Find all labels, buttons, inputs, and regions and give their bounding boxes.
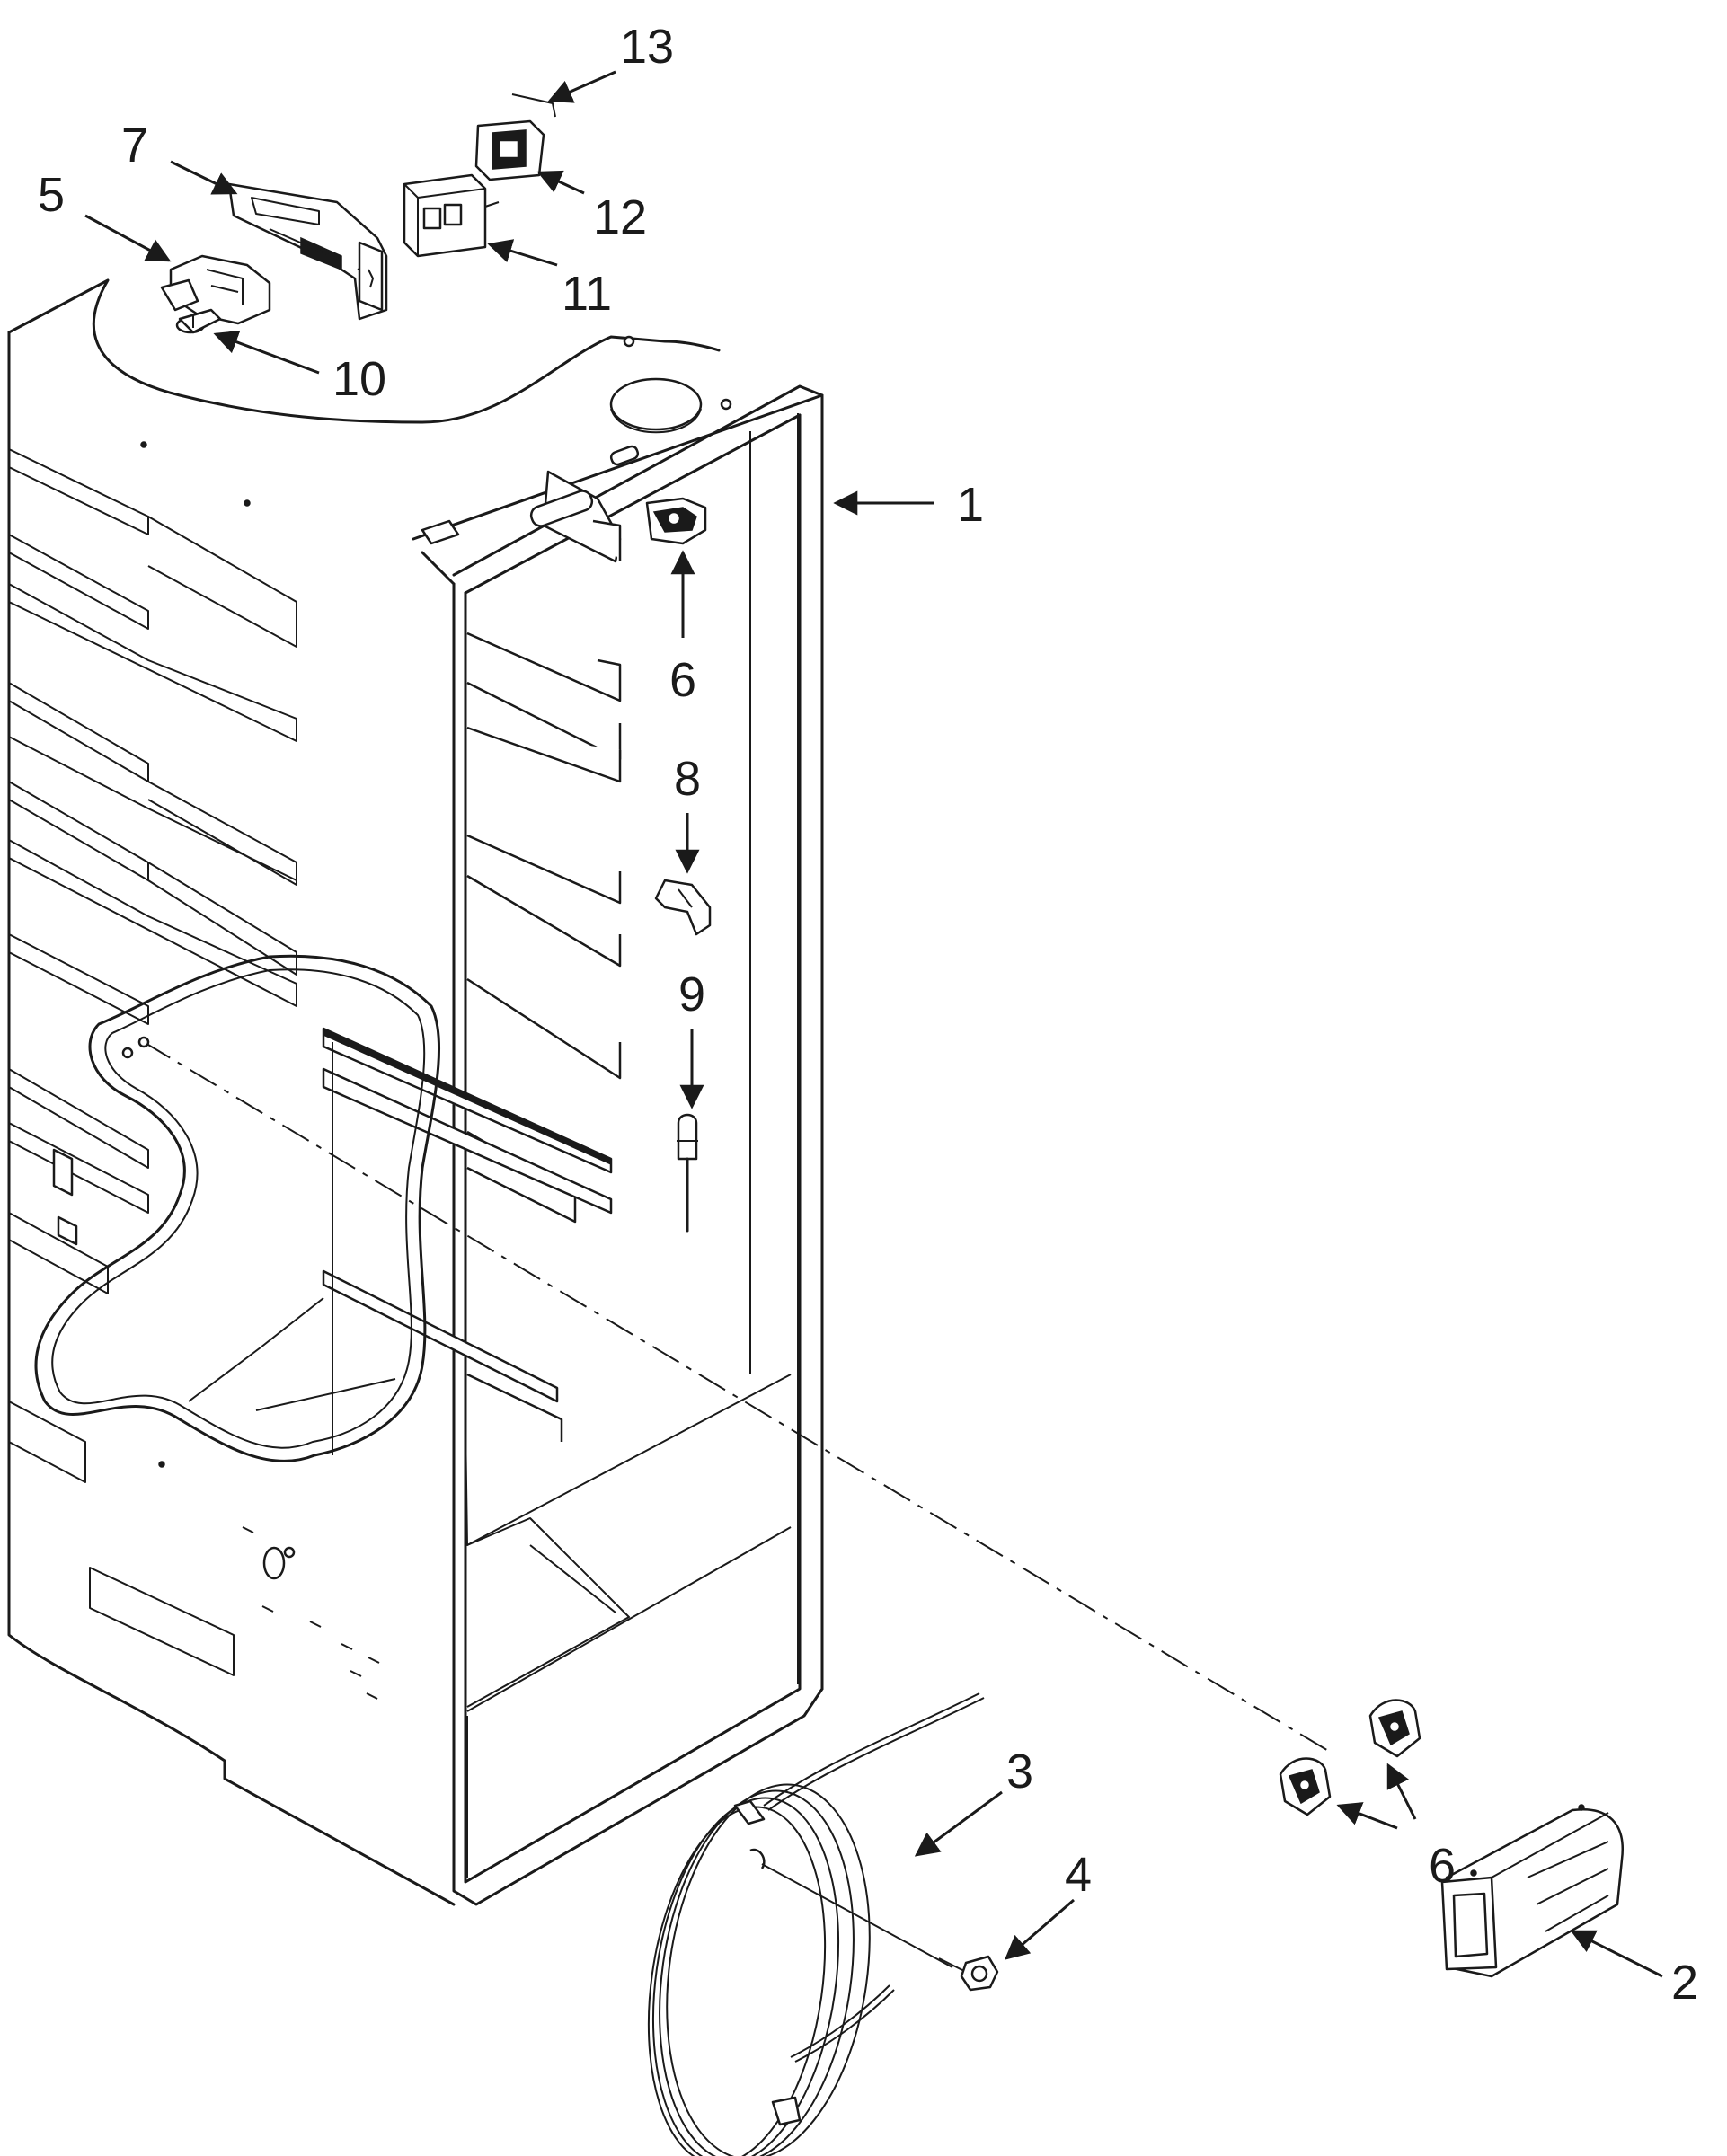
leader-arrows bbox=[84, 70, 1663, 1978]
callout-7: 7 bbox=[121, 119, 148, 172]
part-2-crisper-housing bbox=[1440, 1804, 1624, 1978]
callout-12: 12 bbox=[593, 190, 647, 244]
part-11-module bbox=[403, 173, 500, 258]
top-surface-features bbox=[140, 335, 732, 1468]
callout-8: 8 bbox=[674, 752, 701, 806]
part-10-screw bbox=[175, 308, 222, 334]
callout-labels: 1 2 3 4 5 6 6 7 8 9 10 11 12 13 bbox=[38, 20, 1698, 2010]
callout-2: 2 bbox=[1671, 1956, 1698, 2010]
assembly-centerline bbox=[143, 1041, 1331, 1753]
right-wall-shelf-supports bbox=[466, 470, 622, 1442]
callout-9: 9 bbox=[678, 968, 705, 1021]
callout-4: 4 bbox=[1065, 1848, 1092, 1902]
part-6-grommet-upper bbox=[645, 497, 707, 545]
callout-13: 13 bbox=[620, 20, 674, 74]
part-8-clip bbox=[654, 879, 712, 936]
part-7-control-housing bbox=[227, 182, 388, 321]
callout-5: 5 bbox=[38, 168, 65, 222]
part-6-grommet-lower-right bbox=[1368, 1699, 1421, 1758]
left-wall-ribs bbox=[8, 448, 297, 1676]
cutaway-outline bbox=[34, 954, 441, 1462]
part-13-wire-clip bbox=[511, 93, 556, 118]
part-5-housing bbox=[160, 254, 271, 325]
callout-3: 3 bbox=[1006, 1745, 1033, 1798]
part-6-grommet-lower-left bbox=[1279, 1757, 1332, 1816]
part-3-tubing-coil bbox=[647, 1692, 985, 2156]
back-wall-rails bbox=[188, 1027, 613, 1455]
part-4-screw bbox=[938, 1955, 999, 1992]
part-12-bracket bbox=[474, 119, 545, 181]
refrigerator-liner bbox=[7, 278, 1331, 1906]
callout-10: 10 bbox=[332, 352, 386, 406]
callout-1: 1 bbox=[957, 478, 984, 532]
left-wall-lower-features bbox=[52, 1148, 380, 1700]
part-9-sensor bbox=[677, 1113, 698, 1233]
callout-6-upper: 6 bbox=[669, 653, 696, 707]
callout-6-lower: 6 bbox=[1429, 1839, 1456, 1893]
callout-11: 11 bbox=[562, 267, 612, 321]
